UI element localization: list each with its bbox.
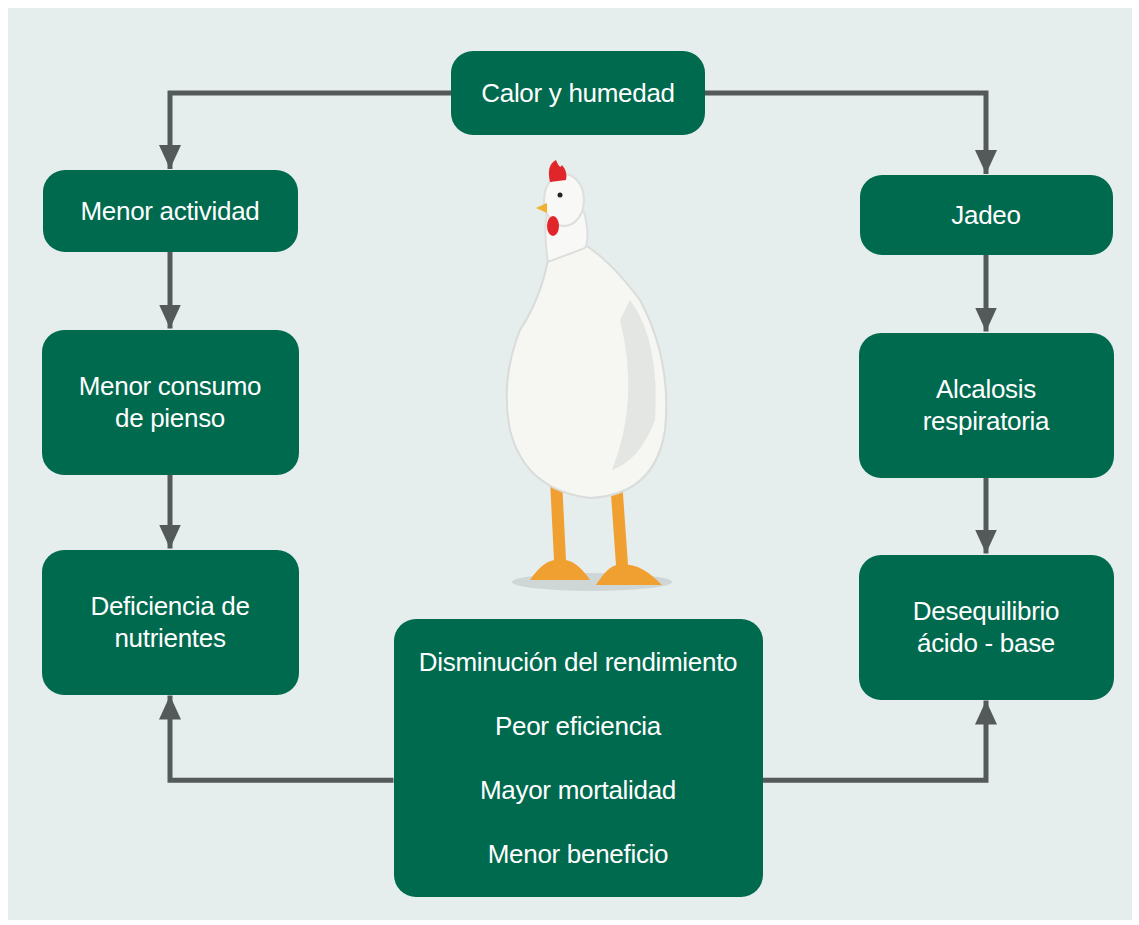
flow-arrow <box>705 93 986 174</box>
chicken-wattle <box>547 216 559 236</box>
chicken-body <box>507 245 667 498</box>
box-text: Disminución del rendimiento <box>419 630 738 694</box>
process-box: Jadeo <box>860 175 1113 255</box>
flow-arrow <box>168 252 173 329</box>
flow-arrow <box>170 93 451 169</box>
chicken-foot <box>530 560 590 580</box>
flow-arrow <box>984 478 989 554</box>
box-text: Alcalosis respiratoria <box>883 373 1090 438</box>
process-box: Calor y humedad <box>451 51 705 135</box>
chicken-foot <box>596 565 662 585</box>
box-text: Menor actividad <box>80 195 259 228</box>
process-box: Desequilibrio ácido - base <box>859 555 1114 700</box>
box-text: Menor beneficio <box>488 822 669 886</box>
box-text: Peor eficiencia <box>495 694 661 758</box>
box-text: Menor consumo de pienso <box>66 370 275 435</box>
flow-arrow <box>763 701 987 781</box>
box-text: Jadeo <box>951 199 1020 232</box>
chicken-wing <box>612 300 656 470</box>
chicken-comb <box>549 160 567 182</box>
process-box: Menor consumo de pienso <box>42 330 299 475</box>
flow-arrow <box>170 696 394 781</box>
process-box: Alcalosis respiratoria <box>859 333 1114 478</box>
panel-ground <box>8 8 1132 920</box>
flow-arrow <box>168 475 173 549</box>
process-box: Disminución del rendimientoPeor eficienc… <box>394 619 763 897</box>
flow-arrow <box>984 255 989 332</box>
chicken-eye <box>558 193 563 198</box>
chicken-beak <box>536 203 547 213</box>
box-text: Calor y humedad <box>481 77 675 110</box>
box-text: Deficiencia de nutrientes <box>66 590 275 655</box>
box-text: Mayor mortalidad <box>480 758 676 822</box>
process-box: Menor actividad <box>43 170 298 252</box>
process-box: Deficiencia de nutrientes <box>42 550 299 695</box>
box-text: Desequilibrio ácido - base <box>883 595 1090 660</box>
